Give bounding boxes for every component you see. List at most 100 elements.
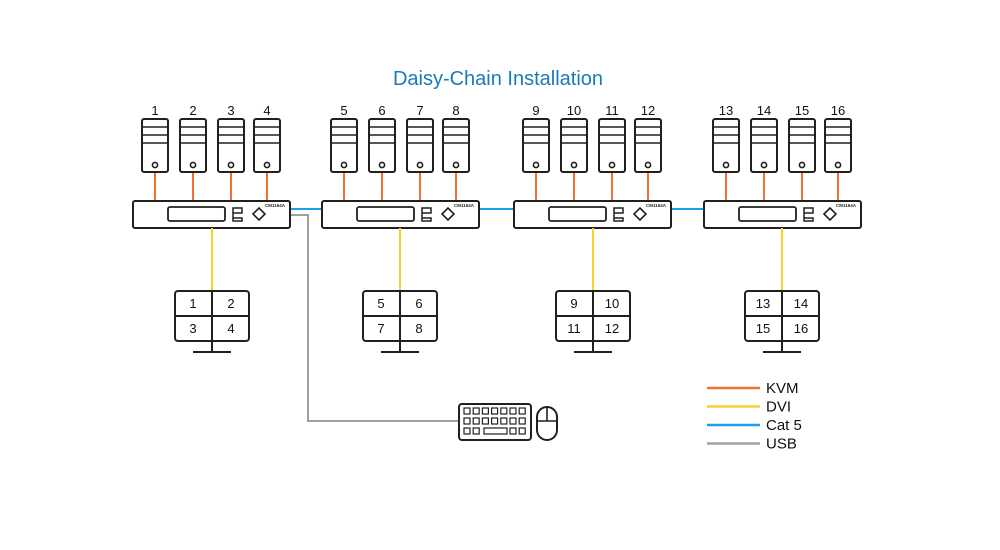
computer-label: 2	[189, 103, 196, 118]
monitor-quadrant-label: 3	[189, 321, 196, 336]
computer-case	[179, 118, 207, 173]
keyboard-key	[509, 427, 517, 435]
legend-label: Cat 5	[766, 417, 802, 434]
computer-label: 5	[340, 103, 347, 118]
kvm-model-label: CM1164A	[646, 203, 667, 208]
computer-icon	[368, 118, 396, 173]
computer-case	[634, 118, 662, 173]
legend-item-kvm: KVM	[707, 380, 799, 397]
computer-label: 4	[263, 103, 270, 118]
computer-label: 11	[605, 103, 619, 118]
computer-label: 12	[641, 103, 655, 118]
monitor-quadrant-label: 11	[567, 321, 581, 336]
power-button-icon	[722, 161, 730, 169]
monitor-quadrant-label: 5	[377, 296, 384, 311]
computer-label: 13	[719, 103, 733, 118]
aten-logo-icon	[421, 207, 432, 222]
keyboard-key	[518, 427, 526, 435]
monitor-quadrant-label: 9	[570, 296, 577, 311]
computer-case	[217, 118, 245, 173]
kvm-display	[356, 206, 415, 222]
keyboard-key	[500, 407, 508, 415]
computer-label: 15	[795, 103, 809, 118]
power-button-icon	[760, 161, 768, 169]
monitor-quadrant-label: 1	[189, 296, 196, 311]
computer-label: 8	[452, 103, 459, 118]
computer-label: 14	[757, 103, 771, 118]
aten-logo-icon	[803, 207, 814, 222]
computer-icon	[712, 118, 740, 173]
kvm-model-label: CM1164A	[265, 203, 286, 208]
aten-logo-icon	[822, 206, 838, 222]
computer-case	[442, 118, 470, 173]
keyboard-key	[472, 427, 480, 435]
computer-icon	[141, 118, 169, 173]
power-button-icon	[263, 161, 271, 169]
kvm-display	[738, 206, 797, 222]
computer-icon	[217, 118, 245, 173]
computer-icon	[750, 118, 778, 173]
keyboard-key	[509, 407, 517, 415]
power-button-icon	[378, 161, 386, 169]
monitor-quadrant-label: 6	[415, 296, 422, 311]
computer-case	[253, 118, 281, 173]
computer-case	[330, 118, 358, 173]
legend-label: USB	[766, 436, 797, 453]
usb-cable	[290, 214, 458, 422]
keyboard-key	[491, 417, 499, 425]
computer-case	[560, 118, 588, 173]
kvm-display	[548, 206, 607, 222]
computer-icon	[406, 118, 434, 173]
computer-icon	[598, 118, 626, 173]
computer-icon	[253, 118, 281, 173]
monitor-quadrant-label: 16	[794, 321, 808, 336]
computer-label: 7	[416, 103, 423, 118]
kvm-switch: CM1164A	[703, 200, 862, 229]
power-button-icon	[834, 161, 842, 169]
power-button-icon	[151, 161, 159, 169]
computer-label: 6	[378, 103, 385, 118]
keyboard-icon	[458, 403, 532, 441]
keyboard-key	[481, 417, 489, 425]
keyboard-key	[509, 417, 517, 425]
kvm-switch: CM1164A	[321, 200, 480, 229]
computer-icon	[824, 118, 852, 173]
power-button-icon	[189, 161, 197, 169]
computer-label: 3	[227, 103, 234, 118]
keyboard-key	[518, 407, 526, 415]
power-button-icon	[798, 161, 806, 169]
computer-case	[750, 118, 778, 173]
computer-case	[141, 118, 169, 173]
legend-item-dvi: DVI	[707, 399, 791, 416]
computer-case	[368, 118, 396, 173]
monitor-quadrant-label: 4	[227, 321, 234, 336]
monitor-quadrant-label: 10	[605, 296, 619, 311]
keyboard-key	[481, 407, 489, 415]
keyboard-body	[458, 403, 532, 441]
keyboard-spacebar	[483, 427, 508, 435]
computer-case	[406, 118, 434, 173]
computer-icon	[330, 118, 358, 173]
computer-label: 1	[151, 103, 158, 118]
power-button-icon	[608, 161, 616, 169]
power-button-icon	[227, 161, 235, 169]
power-button-icon	[532, 161, 540, 169]
kvm-switch: CM1164A	[513, 200, 672, 229]
computer-label: 10	[567, 103, 581, 118]
computer-icon	[788, 118, 816, 173]
computer-case	[522, 118, 550, 173]
aten-logo-icon	[440, 206, 456, 222]
computer-case	[788, 118, 816, 173]
power-button-icon	[416, 161, 424, 169]
monitor-quadrant-label: 14	[794, 296, 808, 311]
computer-icon	[442, 118, 470, 173]
monitor-quadrant-label: 8	[415, 321, 422, 336]
